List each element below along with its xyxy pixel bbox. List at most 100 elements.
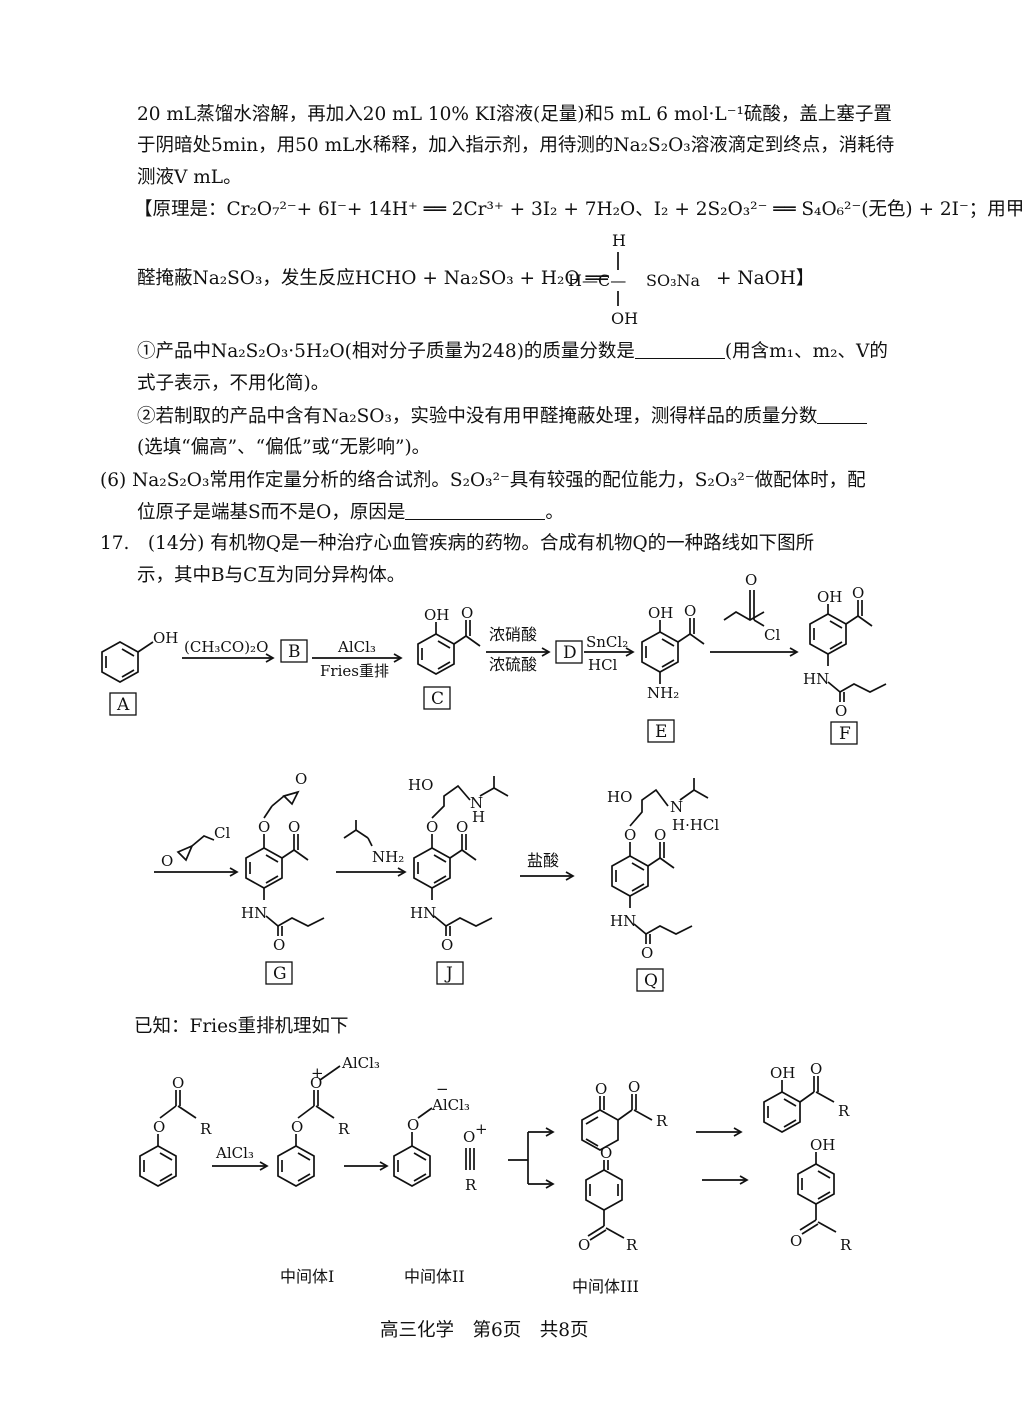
svg-text:O: O	[291, 1118, 303, 1136]
svg-text:O: O	[578, 1236, 590, 1254]
svg-text:HN: HN	[241, 904, 267, 922]
reagent-isopropylamine: NH₂	[343, 820, 404, 866]
compound-a: OH A	[101, 629, 178, 716]
svg-text:N: N	[670, 798, 683, 816]
svg-text:Cl: Cl	[214, 824, 230, 842]
fries-mechanism: O O R AlCl₃ O O + AlCl₃ R	[139, 1054, 852, 1296]
answer-blank-1[interactable]	[634, 340, 725, 359]
mech-label-1: 中间体I	[280, 1267, 334, 1286]
svg-text:Cl: Cl	[764, 626, 780, 644]
label-d: D	[563, 643, 577, 663]
atom-h-c: H—C—	[568, 271, 626, 290]
svg-text:OH: OH	[770, 1064, 795, 1082]
svg-text:O: O	[600, 1144, 612, 1162]
text-line-2: 于阴暗处5min，用50 mL水稀释，加入指示剂，用待测的Na₂S₂O₃溶液滴定…	[137, 135, 895, 156]
answer-blank-3[interactable]	[405, 501, 546, 520]
text-line-9: (选填“偏高”、“偏低”或“无影响”)。	[137, 437, 431, 458]
mech-product-ortho: OH O R	[763, 1060, 850, 1133]
mech-intermediate-1: O O + AlCl₃ R	[277, 1054, 380, 1187]
svg-text:H: H	[472, 808, 485, 826]
svg-text:R: R	[838, 1102, 850, 1120]
reagent-epichlorohydrin: O Cl	[161, 824, 230, 870]
svg-text:OH: OH	[153, 629, 178, 647]
label-j: J	[444, 964, 453, 984]
svg-text:+: +	[311, 1064, 324, 1082]
svg-text:O: O	[426, 818, 438, 836]
text-line-3: 测液V mL。	[137, 167, 242, 188]
svg-text:R: R	[656, 1112, 668, 1130]
mech-reagent-alcl3: AlCl₃	[215, 1144, 254, 1162]
svg-text:OH: OH	[817, 588, 842, 606]
svg-text:O: O	[745, 571, 757, 589]
svg-text:O: O	[810, 1060, 822, 1078]
svg-text:O: O	[684, 602, 696, 620]
mech-label-3: 中间体III	[572, 1277, 639, 1296]
label-e: E	[655, 722, 667, 742]
page-footer: 高三化学 第6页 共8页	[380, 1320, 589, 1341]
compound-g: O O O HN O G	[241, 770, 325, 985]
svg-text:O: O	[172, 1074, 184, 1092]
svg-text:H·HCl: H·HCl	[672, 816, 719, 834]
svg-text:N: N	[470, 794, 483, 812]
svg-text:HN: HN	[803, 670, 829, 688]
text-line-13: 示，其中B与C互为同分异构体。	[137, 565, 406, 586]
q1-text-tail: (用含m₁、m₂、V的	[724, 341, 888, 362]
label-b: B	[288, 642, 301, 662]
text-line-11: 位原子是端基S而不是O，原因是 。	[137, 501, 564, 524]
svg-text:O: O	[595, 1080, 607, 1098]
label-a: A	[116, 695, 130, 715]
svg-text:O: O	[310, 1074, 322, 1092]
svg-text:O: O	[407, 1116, 419, 1134]
svg-text:AlCl₃: AlCl₃	[341, 1054, 380, 1072]
q2-text: ②若制取的产品中含有Na₂SO₃，实验中没有用甲醛掩蔽处理，测得样品的质量分数	[137, 406, 818, 427]
reagent-hno3: 浓硝酸	[489, 625, 537, 644]
text-line-8: ②若制取的产品中含有Na₂SO₃，实验中没有用甲醛掩蔽处理，测得样品的质量分数	[137, 405, 868, 428]
text-line-5b: + NaOH】	[716, 268, 815, 289]
mech-intermediate-3-ortho: O O R	[581, 1078, 668, 1151]
svg-text:OH: OH	[424, 606, 449, 624]
exam-page: 20 mL蒸馏水溶解，再加入20 mL 10% KI溶液(足量)和5 mL 6 …	[100, 104, 1024, 1341]
atom-h-top: H	[612, 231, 626, 250]
q1-text: ①产品中Na₂S₂O₃·5H₂O(相对分子质量为248)的质量分数是	[137, 341, 635, 362]
text-line-7: 式子表示，不用化简)。	[137, 373, 330, 394]
compound-f: OH O HN O F	[803, 584, 887, 745]
svg-text:O: O	[463, 1128, 475, 1146]
q6-text: 位原子是端基S而不是O，原因是	[137, 502, 406, 523]
atom-oh-bottom: OH	[611, 309, 638, 328]
svg-text:HN: HN	[410, 904, 436, 922]
text-line-4: 【原理是：Cr₂O₇²⁻+ 6I⁻+ 14H⁺ ══ 2Cr³⁺ + 3I₂ +…	[134, 199, 1024, 220]
compound-j: O HO N H O HN O J	[408, 776, 509, 985]
svg-text:O: O	[624, 826, 636, 844]
svg-text:OH: OH	[810, 1136, 835, 1154]
synthesis-scheme: OH A (CH₃CO)₂O B AlCl₃ Fries重排 OH O C 浓硝…	[101, 571, 887, 992]
q6-end: 。	[545, 502, 564, 523]
text-line-12: 17. (14分) 有机物Q是一种治疗心血管疾病的药物。合成有机物Q的一种路线如…	[100, 533, 815, 554]
svg-text:R: R	[200, 1120, 212, 1138]
svg-text:AlCl₃: AlCl₃	[431, 1096, 470, 1114]
mech-ester: O O R	[139, 1074, 212, 1187]
text-line-10: (6) Na₂S₂O₃常用作定量分析的络合试剂。S₂O₃²⁻具有较强的配位能力，…	[100, 470, 866, 491]
svg-text:R: R	[465, 1176, 477, 1194]
svg-text:O: O	[790, 1232, 802, 1250]
group-so3na: SO₃Na	[646, 271, 700, 290]
svg-text:O: O	[153, 1118, 165, 1136]
label-c: C	[431, 689, 444, 709]
label-g: G	[273, 964, 287, 984]
svg-text:O: O	[288, 818, 300, 836]
svg-text:NH₂: NH₂	[647, 684, 679, 702]
known-heading: 已知：Fries重排机理如下	[134, 1016, 349, 1037]
mech-intermediate-3-para: O O R	[578, 1144, 638, 1254]
text-line-6: ①产品中Na₂S₂O₃·5H₂O(相对分子质量为248)的质量分数是 (用含m₁、…	[137, 340, 888, 363]
svg-text:+: +	[475, 1120, 488, 1138]
svg-text:NH₂: NH₂	[372, 848, 404, 866]
label-q: Q	[644, 971, 658, 991]
text-line-5: 醛掩蔽Na₂SO₃，发生反应HCHO + Na₂SO₃ + H₂O ══	[137, 268, 608, 289]
svg-text:O: O	[654, 826, 666, 844]
compound-q: O HO N H·HCl O HN O Q	[607, 778, 719, 992]
svg-text:O: O	[461, 604, 473, 622]
svg-text:O: O	[258, 818, 270, 836]
svg-text:O: O	[456, 818, 468, 836]
reagent-ac2o: (CH₃CO)₂O	[184, 638, 268, 656]
hydroxymethanesulfonate-structure: H H—C— SO₃Na OH	[568, 231, 700, 328]
answer-blank-2[interactable]	[817, 405, 868, 424]
